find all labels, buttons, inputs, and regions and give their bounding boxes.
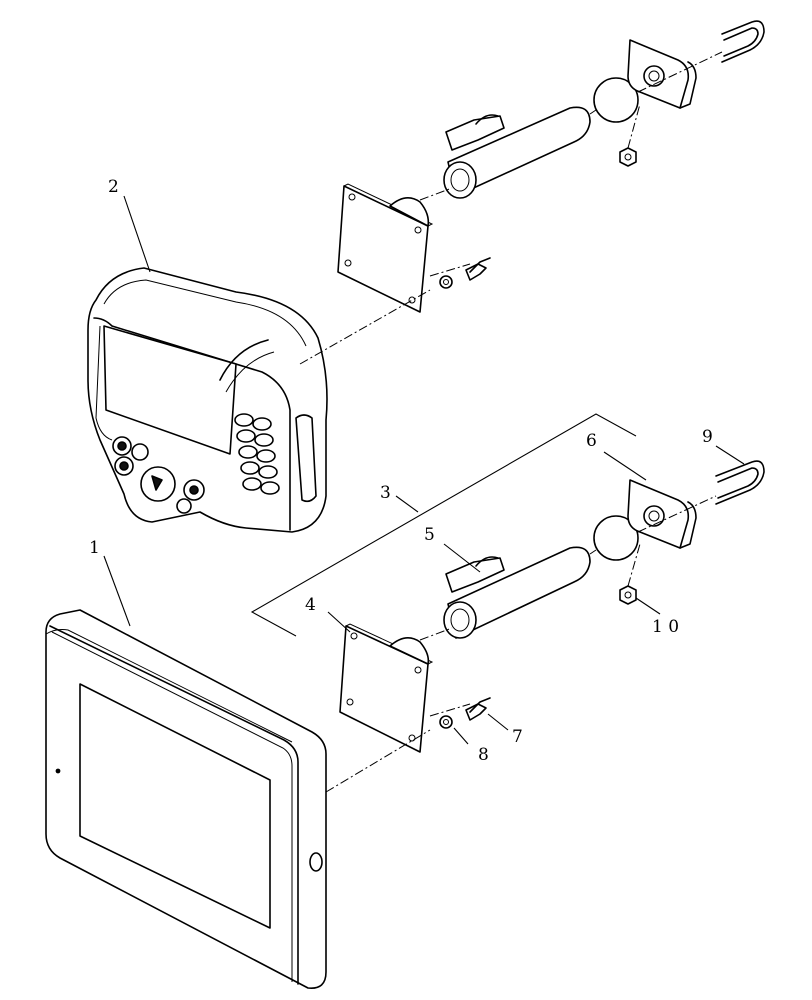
callout-9: 9 bbox=[702, 427, 713, 447]
part-2-controller bbox=[87, 267, 328, 533]
callouts: 1 2 3 4 5 6 7 8 9 1 0 bbox=[89, 177, 713, 765]
callout-8: 8 bbox=[478, 745, 489, 765]
callout-10: 1 0 bbox=[652, 617, 679, 637]
upper-mount-assembly bbox=[337, 20, 765, 313]
callout-5: 5 bbox=[424, 525, 435, 545]
leader-lines bbox=[103, 195, 745, 745]
callout-2: 2 bbox=[108, 177, 119, 197]
callout-1: 1 bbox=[89, 538, 100, 558]
callout-6: 6 bbox=[586, 431, 597, 451]
lower-mount-assembly bbox=[339, 460, 765, 753]
callout-7: 7 bbox=[512, 727, 523, 747]
assembly-axes bbox=[299, 51, 723, 793]
callout-4: 4 bbox=[305, 595, 316, 615]
part-1-display bbox=[45, 609, 327, 989]
callout-3: 3 bbox=[380, 483, 391, 503]
assembly-3-bracket bbox=[250, 413, 637, 637]
